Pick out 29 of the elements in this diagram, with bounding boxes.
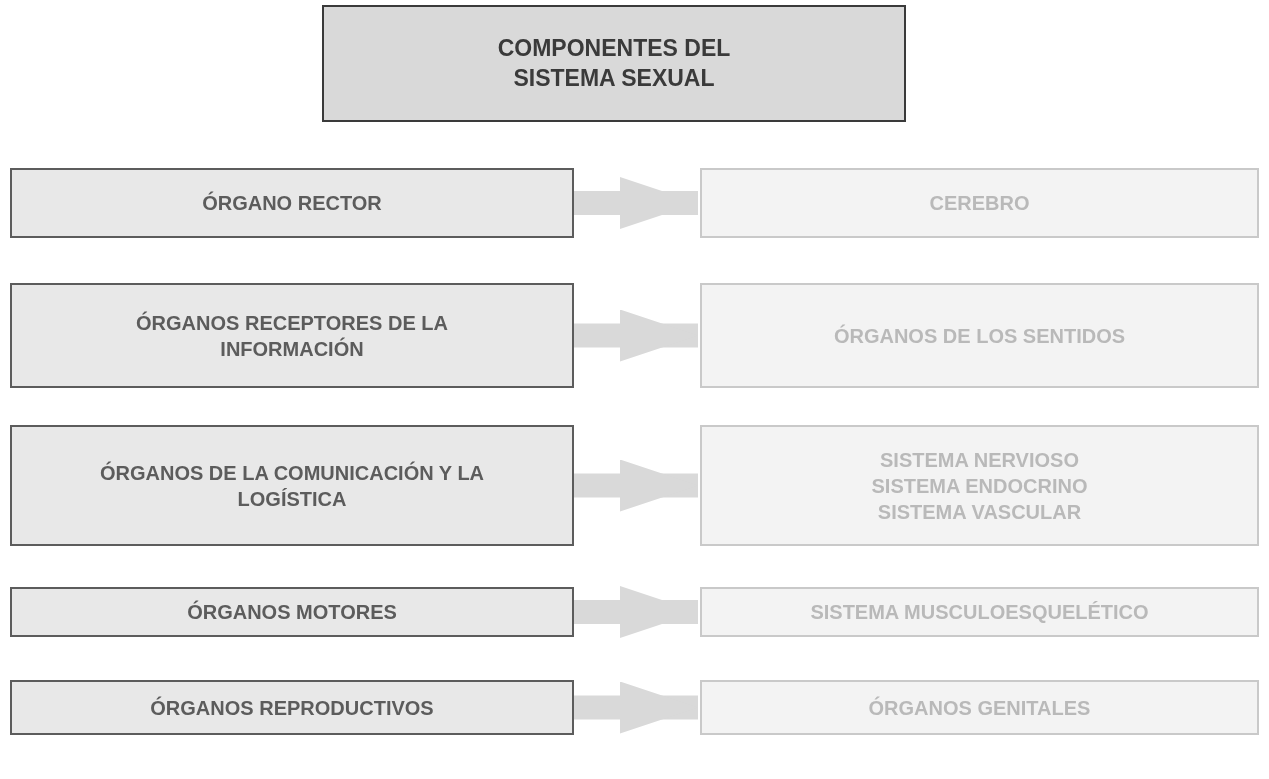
component-box — [700, 587, 1259, 637]
box-label: ÓRGANOS RECEPTORES DE LA INFORMACIÓN — [135, 310, 449, 362]
box-label: ÓRGANOS MOTORES — [187, 599, 397, 625]
component-box — [700, 168, 1259, 238]
block-arrow — [574, 177, 698, 229]
component-box — [700, 680, 1259, 735]
component-box — [700, 425, 1259, 546]
box-label: SISTEMA MUSCULOESQUELÉTICO — [810, 600, 1149, 625]
box-label: CEREBRO — [929, 191, 1030, 216]
component-box — [700, 283, 1259, 388]
title-box — [322, 5, 906, 122]
box-label: SISTEMA NERVIOSO — [880, 447, 1079, 473]
block-arrow — [574, 586, 698, 638]
box-label: COMPONENTES DEL SISTEMA SEXUAL — [496, 33, 732, 93]
box-label: ÓRGANOS DE LOS SENTIDOS — [833, 323, 1126, 349]
box-label: SISTEMA ENDOCRINO — [871, 473, 1088, 499]
category-box — [10, 425, 574, 546]
category-box — [10, 587, 574, 637]
category-box — [10, 283, 574, 388]
block-arrow — [574, 309, 698, 362]
block-arrow — [574, 459, 698, 512]
box-label: ÓRGANOS DE LA COMUNICACIÓN Y LA LOGÍSTICA — [98, 460, 486, 512]
box-label: ÓRGANOS GENITALES — [868, 695, 1091, 721]
category-box — [10, 680, 574, 735]
block-arrow — [574, 681, 698, 734]
box-label: ÓRGANO RECTOR — [202, 190, 382, 216]
category-box — [10, 168, 574, 238]
box-label: SISTEMA VASCULAR — [877, 499, 1082, 525]
box-label: ÓRGANOS REPRODUCTIVOS — [150, 695, 434, 721]
